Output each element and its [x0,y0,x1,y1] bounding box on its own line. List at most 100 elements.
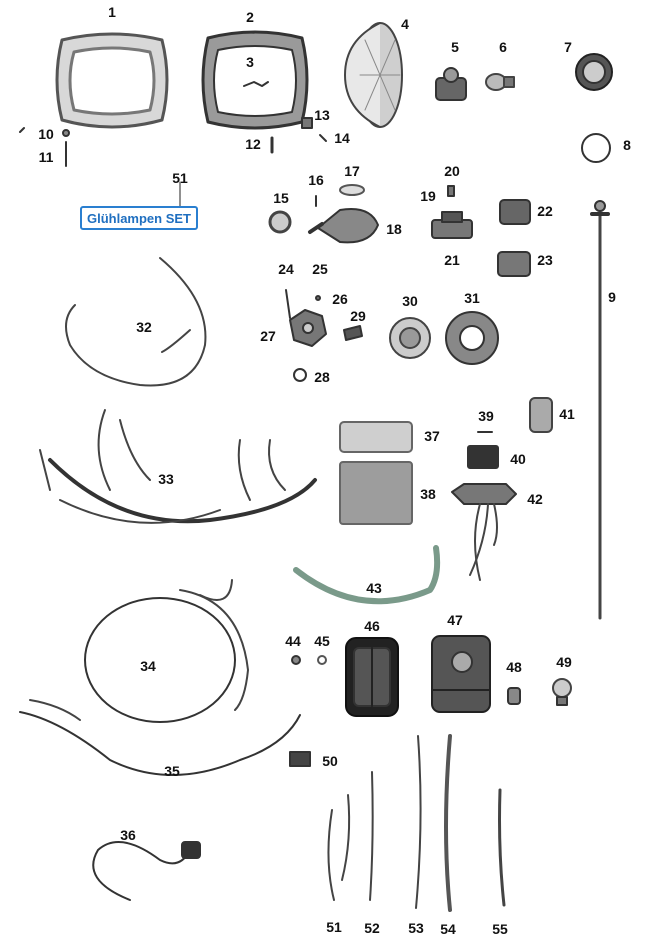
part-number-label: 13 [314,107,330,123]
part-number-label: 16 [308,172,324,188]
part-number-label: 39 [478,408,494,424]
bulb-holder-part [435,67,467,101]
battery-part [339,461,413,525]
bulb-49-part [552,678,572,706]
part-number-label: 8 [623,137,631,153]
small-washer-part [315,295,321,301]
wire-53-part [415,735,422,909]
stator-part [445,311,499,365]
part-number-label: 10 [38,126,54,142]
nut-part [301,117,313,129]
wire-54-part [444,734,452,912]
part-number-label: 53 [408,920,424,936]
part-number-label: 37 [424,428,440,444]
spring-clip-part [243,81,269,87]
part-number-label: 50 [322,753,338,769]
ignition-plate-part [285,289,327,347]
part-number-label: 54 [440,921,456,937]
regulator-with-wires-part [451,483,517,581]
part-number-label: 3 [246,54,254,70]
speedometer-part [575,53,613,91]
part-number-label: 31 [464,290,480,306]
washer-45-part [317,655,327,665]
bulb-48-part [507,687,521,705]
part-number-label: 18 [386,221,402,237]
cable-loop-34-part [84,579,249,723]
rotor-part [389,317,431,359]
tail-lamp-housing-part [308,208,379,244]
part-number-label: 20 [444,163,460,179]
part-number-label: 26 [332,291,348,307]
nut-44-part [291,655,301,665]
part-number-label: 51 [326,919,342,935]
relay-part [499,199,531,225]
part-number-label: 28 [314,369,330,385]
part-number-label: 35 [164,763,180,779]
part-number-label: 42 [527,491,543,507]
lamp-housing-47-part [431,635,491,713]
part-number-label: 49 [556,654,572,670]
pin-part [319,134,327,142]
wire-55-part [498,788,506,907]
part-number-label: 46 [364,618,380,634]
part-number-label: 33 [158,471,174,487]
headlight-housing-part [201,30,309,130]
regulator-part [497,251,531,277]
condenser-part [529,397,553,433]
part-number-label: 17 [344,163,360,179]
part-number-label: 5 [451,39,459,55]
part-number-label: 48 [506,659,522,675]
ring-washer-part [293,368,307,382]
part-number-label: 43 [366,580,382,596]
part-number-label: 21 [444,252,460,268]
part-number-label: 24 [278,261,294,277]
part-number-label: 2 [246,9,254,25]
set-box-number: 51 [172,170,188,186]
part-number-label: 19 [420,188,436,204]
headlight-rim-part [55,32,169,129]
part-number-label: 14 [334,130,350,146]
tail-light-part [345,637,399,717]
clip-part [447,185,455,197]
part-number-label: 23 [537,252,553,268]
part-number-label: 15 [273,190,289,206]
spark-plug-cable-part [92,841,201,901]
part-number-label: 40 [510,451,526,467]
cable-35-part [19,711,301,776]
lamp-lens-part [339,184,365,196]
washer-part [62,129,70,137]
part-number-label: 44 [285,633,301,649]
part-number-label: 41 [559,406,575,422]
sealing-ring-part [581,133,611,163]
part-number-label: 7 [564,39,572,55]
fuse-box-part [467,445,499,469]
speedometer-cable-part [590,200,610,620]
part-number-label: 11 [38,149,54,165]
part-number-label: 38 [420,486,436,502]
part-number-label: 47 [447,612,463,628]
part-number-label: 1 [108,4,116,20]
switch-part [431,211,473,239]
part-number-label: 9 [608,289,616,305]
part-number-label: 12 [245,136,261,152]
hose-part [293,545,441,605]
wiring-harness-32-part [65,257,207,387]
part-number-label: 52 [364,920,380,936]
wire-51-part [327,809,335,901]
wire-52-part [369,771,374,901]
bulb-part [485,73,515,91]
main-wiring-harness-part [39,409,317,524]
battery-cover-part [339,421,413,453]
part-number-label: 45 [314,633,330,649]
grommet-part [268,210,292,234]
part-number-label: 25 [312,261,328,277]
part-number-label: 34 [140,658,156,674]
part-number-label: 6 [499,39,507,55]
part-number-label: 22 [537,203,553,219]
part-number-label: 36 [120,827,136,843]
part-number-label: 55 [492,921,508,937]
part-number-label: 27 [260,328,276,344]
headlight-reflector-part [344,22,403,128]
